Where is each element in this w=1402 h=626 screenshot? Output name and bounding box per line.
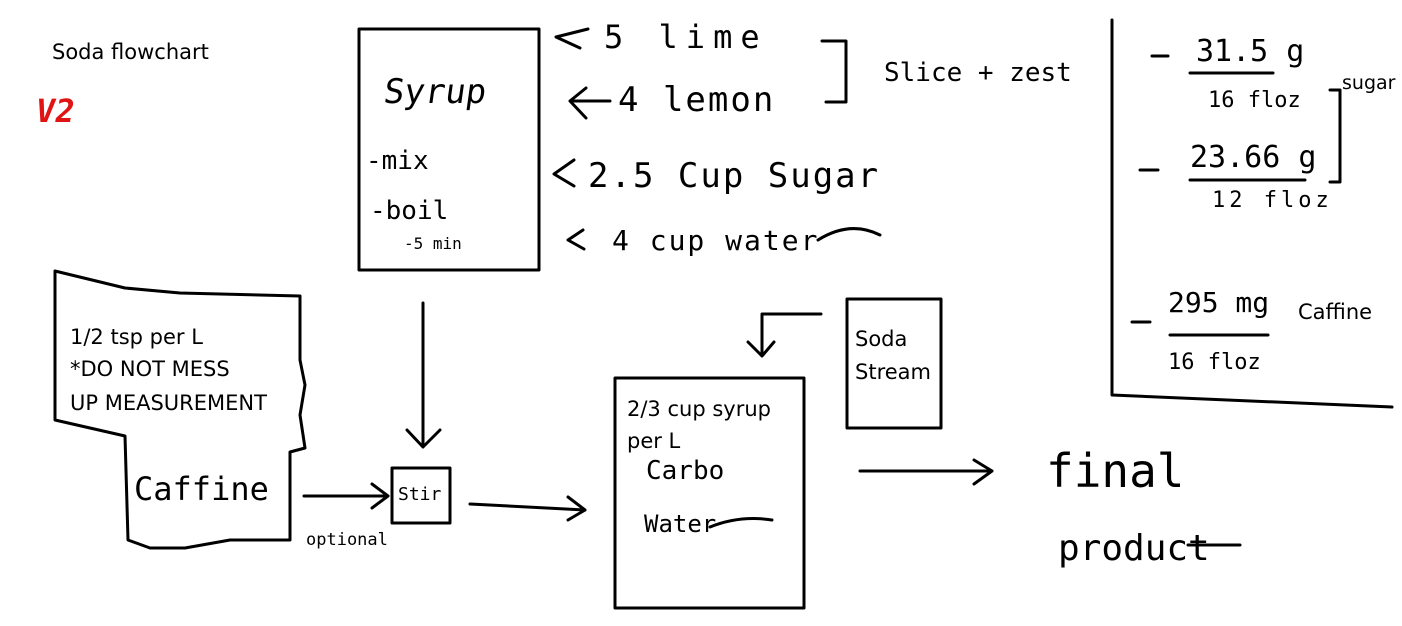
ingredient-lemon: 4 lemon (618, 80, 776, 120)
underline-squiggle (816, 227, 882, 242)
underline-squiggle (708, 517, 774, 529)
ingredient-water: 4 cup water (612, 224, 820, 257)
sugar-bracket (1328, 88, 1342, 184)
arrow-lemon (568, 86, 612, 120)
final-product-line2: product (1058, 528, 1210, 569)
nutrition-panel (1110, 18, 1394, 409)
arrow-sugar (552, 158, 576, 188)
caffeine-box-label: Caffine (134, 470, 269, 508)
arrow-sodastream-to-carbonate (746, 312, 823, 358)
caffeine-label: Caffine (1298, 300, 1373, 324)
arrow-caffeine-to-stir (302, 482, 390, 510)
final-product-line1: final (1046, 444, 1185, 498)
arrow-lime (554, 27, 590, 50)
nutrition-sugar-12oz-den: 12 floz (1212, 188, 1333, 213)
nutrition-sugar-16oz-den: 16 floz (1208, 88, 1301, 113)
caffeine-note-line3: UP MEASUREMENT (70, 391, 267, 415)
optional-label: optional (306, 530, 388, 550)
sodastream-line1: Soda (855, 327, 908, 351)
arrow-carbonate-to-final (858, 458, 994, 486)
syrup-step-boil: -boil (370, 196, 449, 226)
caffeine-note-shape (53, 269, 307, 550)
nutrition-sugar-16oz-num: 31.5 g (1196, 34, 1305, 69)
arrow-syrup-to-stir (405, 301, 442, 449)
carbonate-label-line1: Carbo (646, 456, 725, 486)
stir-label: Stir (398, 484, 442, 505)
syrup-step-time: -5 min (404, 234, 462, 253)
citrus-note: Slice + zest (884, 58, 1072, 88)
nutrition-caffeine-den: 16 floz (1168, 350, 1261, 375)
syrup-step-mix: -mix (366, 146, 429, 176)
caffeine-note-line2: *DO NOT MESS (70, 357, 230, 381)
nutrition-sugar-12oz-num: 23.66 g (1190, 140, 1317, 175)
page-title: Soda flowchart (52, 40, 209, 64)
sodastream-line2: Stream (855, 360, 931, 384)
carbonate-note-line2: per L (627, 429, 681, 453)
syrup-title: Syrup (381, 72, 490, 112)
sodastream-box (845, 297, 943, 430)
arrow-stir-to-carbonate (468, 495, 587, 522)
nutrition-caffeine-num: 295 mg (1168, 286, 1270, 319)
carbonate-label-line2: Water (644, 510, 717, 538)
version-label: V2 (32, 92, 78, 130)
carbonate-box (613, 376, 806, 610)
syrup-box (357, 27, 541, 272)
ingredient-sugar: 2.5 Cup Sugar (588, 156, 881, 196)
stir-box (390, 466, 452, 525)
caffeine-note-line1: 1/2 tsp per L (70, 325, 203, 349)
citrus-bracket (820, 39, 848, 104)
ingredient-lime: 5 lime (604, 18, 768, 56)
sugar-label: sugar (1342, 72, 1396, 94)
arrow-water (566, 228, 586, 251)
carbonate-note-line1: 2/3 cup syrup (627, 397, 771, 421)
